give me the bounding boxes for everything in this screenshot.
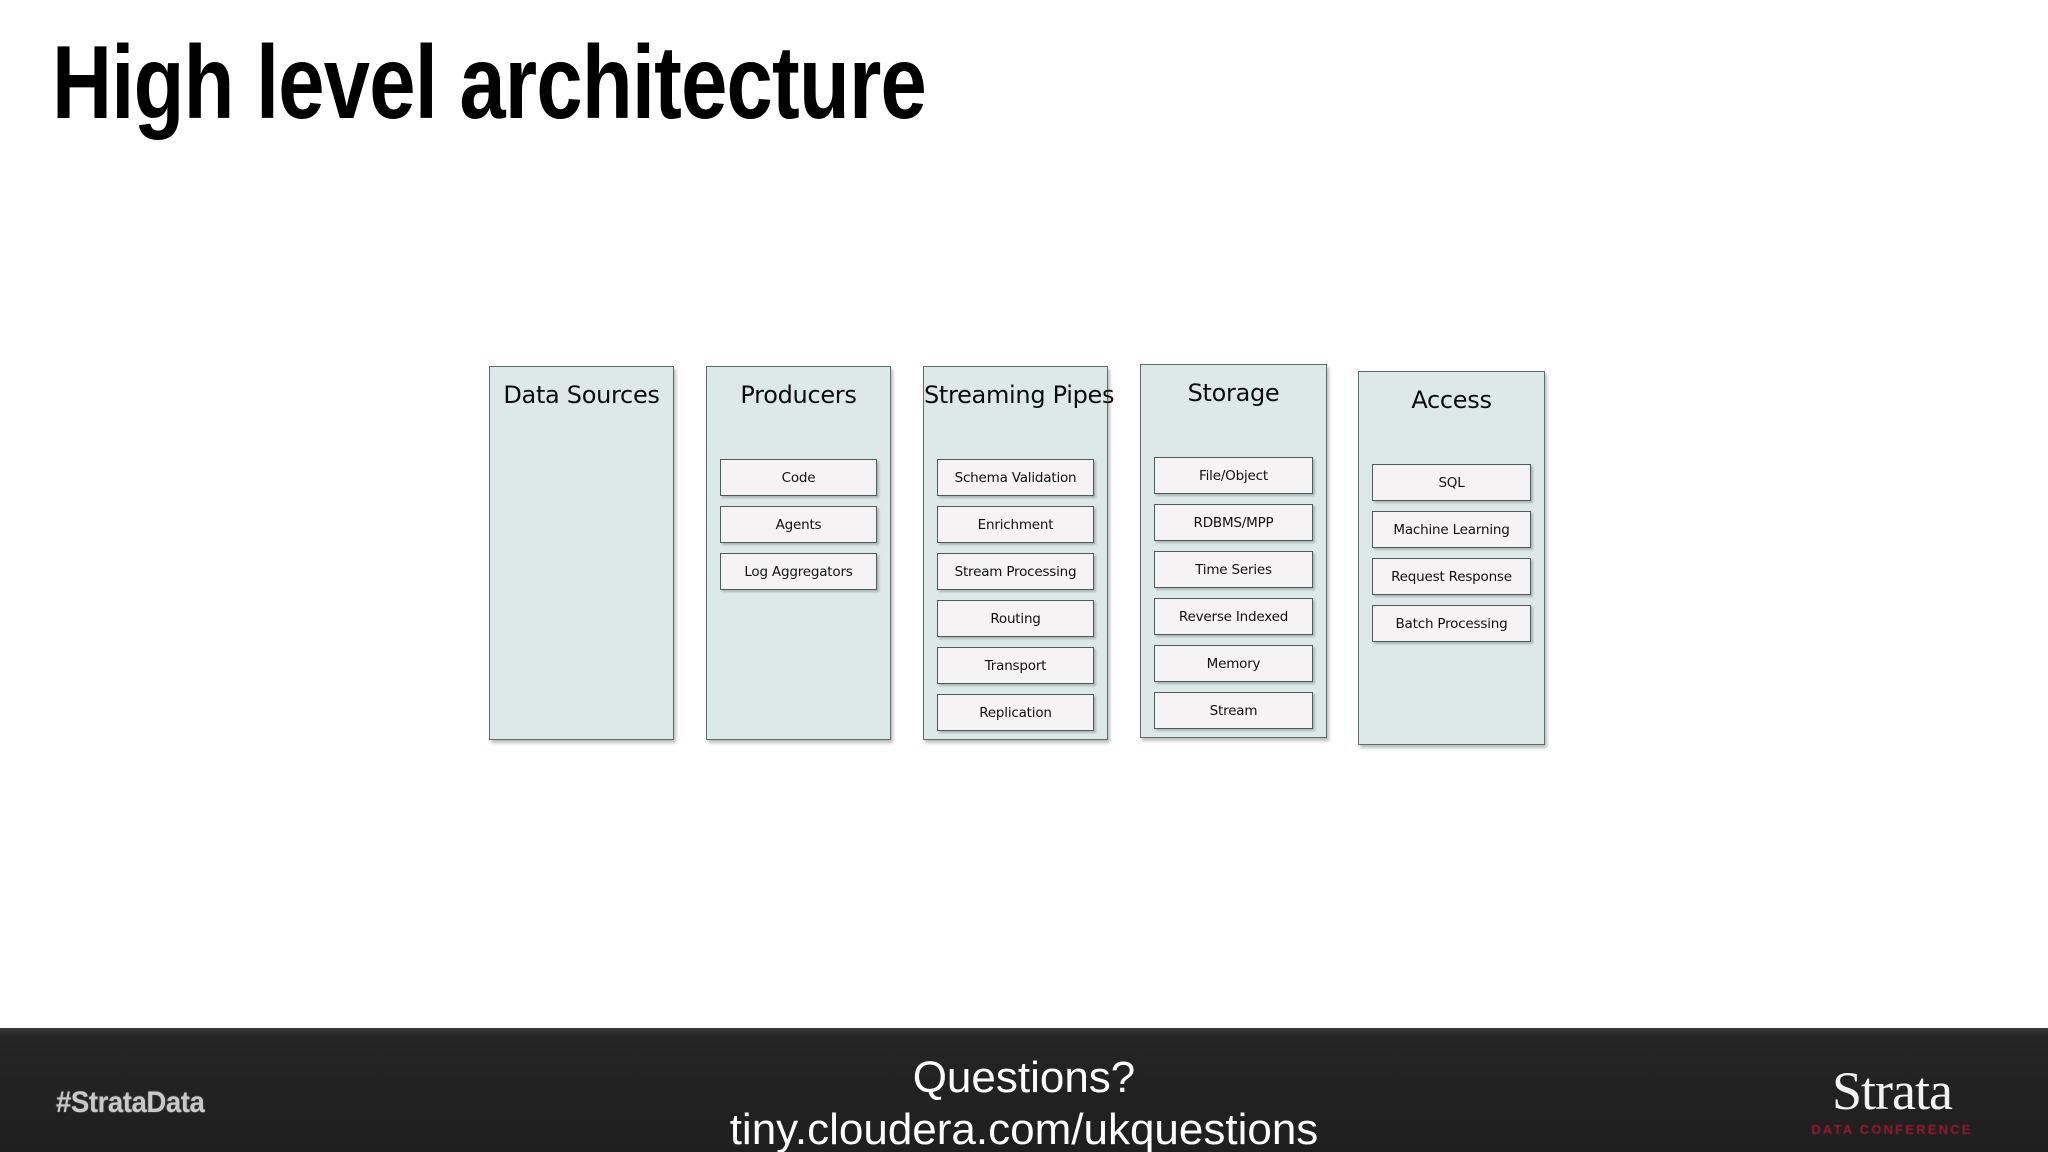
item-label: Schema Validation [954, 469, 1077, 486]
slide-footer-bar: #StrataData Questions? tiny.cloudera.com… [0, 1028, 2048, 1152]
item-label: File/Object [1199, 467, 1268, 484]
column-title: Producers [740, 381, 857, 409]
list-item[interactable]: Agents [720, 506, 877, 543]
item-label: Stream Processing [954, 563, 1077, 580]
architecture-column-access[interactable]: Access SQL Machine Learning Request Resp… [1358, 371, 1545, 745]
strata-logo-subtitle: DATA CONFERENCE [1811, 1122, 1973, 1137]
item-label: Machine Learning [1393, 521, 1510, 538]
item-label: Stream [1209, 702, 1258, 719]
list-item[interactable]: Time Series [1154, 551, 1313, 588]
item-label: Time Series [1195, 561, 1272, 578]
item-label: Routing [990, 610, 1041, 627]
list-item[interactable]: SQL [1372, 464, 1531, 501]
architecture-column-streaming-pipes[interactable]: Streaming Pipes Schema Validation Enrich… [923, 366, 1115, 741]
strata-logo: Strata DATA CONFERENCE [1794, 1062, 1990, 1138]
list-item[interactable]: Log Aggregators [720, 553, 877, 590]
page-title: High level architecture [52, 25, 927, 141]
list-item[interactable]: Reverse Indexed [1154, 598, 1313, 635]
list-item[interactable]: Routing [937, 600, 1094, 637]
column-title: Access [1411, 386, 1492, 414]
architecture-diagram: Data Sources Producers Code Agents Log A… [489, 362, 1569, 745]
item-label: RDBMS/MPP [1193, 514, 1274, 531]
item-label: SQL [1438, 474, 1465, 491]
strata-wordmark: Strata [1832, 1061, 1953, 1121]
column-items: File/Object RDBMS/MPP Time Series Revers… [1154, 457, 1313, 739]
item-label: Log Aggregators [744, 563, 853, 580]
item-label: Transport [984, 657, 1047, 674]
list-item[interactable]: Stream [1154, 692, 1313, 729]
item-label: Memory [1206, 655, 1261, 672]
list-item[interactable]: Replication [937, 694, 1094, 731]
item-label: Code [781, 469, 816, 486]
list-item[interactable]: Code [720, 459, 877, 496]
conference-hashtag: #StrataData [56, 1086, 205, 1119]
list-item[interactable]: RDBMS/MPP [1154, 504, 1313, 541]
list-item[interactable]: Stream Processing [937, 553, 1094, 590]
architecture-column-storage[interactable]: Storage File/Object RDBMS/MPP Time Serie… [1140, 364, 1327, 738]
questions-url-link[interactable]: tiny.cloudera.com/ukquestions [729, 1105, 1319, 1152]
list-item[interactable]: Memory [1154, 645, 1313, 682]
item-label: Replication [979, 704, 1052, 721]
column-title: Storage [1187, 379, 1280, 407]
footer-center-block: Questions? tiny.cloudera.com/ukquestions [0, 1052, 2048, 1152]
column-items: SQL Machine Learning Request Response Ba… [1372, 464, 1531, 652]
column-items: Schema Validation Enrichment Stream Proc… [937, 459, 1094, 741]
architecture-column-data-sources[interactable]: Data Sources [489, 366, 674, 740]
architecture-column-producers[interactable]: Producers Code Agents Log Aggregators [706, 366, 891, 740]
list-item[interactable]: Transport [937, 647, 1094, 684]
column-items: Code Agents Log Aggregators [720, 459, 877, 600]
list-item[interactable]: Request Response [1372, 558, 1531, 595]
list-item[interactable]: File/Object [1154, 457, 1313, 494]
column-title: Streaming Pipes [924, 381, 1115, 409]
item-label: Batch Processing [1395, 615, 1508, 632]
item-label: Enrichment [977, 516, 1054, 533]
list-item[interactable]: Machine Learning [1372, 511, 1531, 548]
item-label: Reverse Indexed [1178, 608, 1289, 625]
questions-heading: Questions? [912, 1053, 1136, 1102]
list-item[interactable]: Schema Validation [937, 459, 1094, 496]
item-label: Request Response [1391, 568, 1512, 585]
list-item[interactable]: Batch Processing [1372, 605, 1531, 642]
item-label: Agents [775, 516, 822, 533]
list-item[interactable]: Enrichment [937, 506, 1094, 543]
column-title: Data Sources [503, 381, 660, 409]
